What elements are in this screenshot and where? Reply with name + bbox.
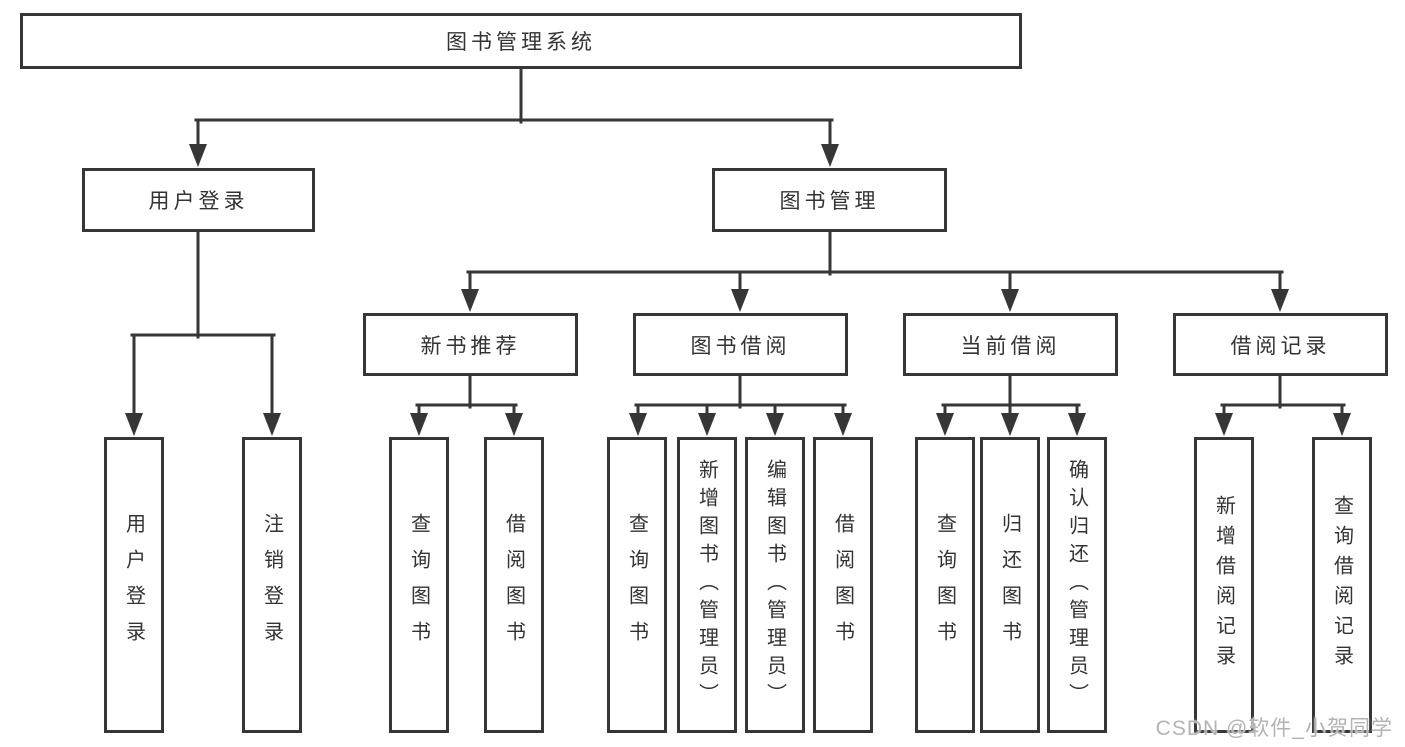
node-library-management-system: 图书管理系统 (20, 13, 1022, 69)
csdn-watermark: CSDN @软件_小贺同学 (1155, 717, 1393, 740)
leaf-query-borrow-record: 查询借阅记录 (1312, 437, 1372, 733)
node-book-borrowing: 图书借阅 (633, 313, 848, 376)
leaf-add-book-admin: 新增图书（管理员） (677, 437, 737, 733)
leaf-query-books-current: 查询图书 (915, 437, 975, 733)
leaf-return-book: 归还图书 (980, 437, 1040, 733)
node-borrow-records: 借阅记录 (1173, 313, 1388, 376)
leaf-logout: 注销登录 (242, 437, 302, 733)
leaf-confirm-return-admin: 确认归还（管理员） (1047, 437, 1107, 733)
node-book-management: 图书管理 (712, 168, 947, 232)
node-current-borrowing: 当前借阅 (903, 313, 1118, 376)
node-new-book-recommend: 新书推荐 (363, 313, 578, 376)
leaf-user-login: 用户登录 (104, 437, 164, 733)
leaf-query-books-borrowing: 查询图书 (607, 437, 667, 733)
leaf-borrow-books-recommend: 借阅图书 (484, 437, 544, 733)
leaf-edit-book-admin: 编辑图书（管理员） (745, 437, 805, 733)
node-user-login: 用户登录 (82, 168, 315, 232)
leaf-add-borrow-record: 新增借阅记录 (1194, 437, 1254, 733)
leaf-borrow-books-borrowing: 借阅图书 (813, 437, 873, 733)
leaf-query-books-recommend: 查询图书 (389, 437, 449, 733)
